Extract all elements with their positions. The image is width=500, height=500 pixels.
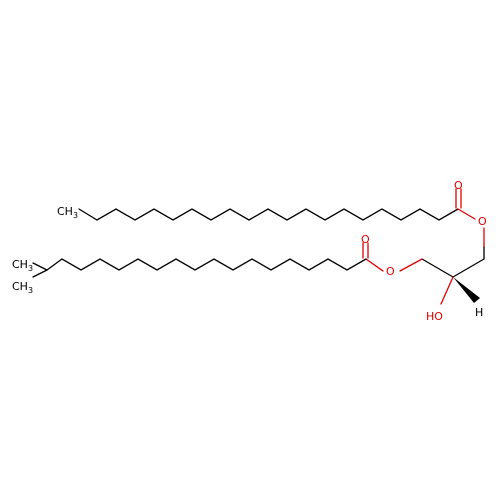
lower-ester-oxygen-label: O [386, 265, 395, 278]
upper-ester-bond [457, 208, 476, 220]
glycerol-bond-2 [452, 258, 485, 278]
hydrogen-label: H [475, 306, 483, 319]
upper-carbonyl-oxygen-label: O [454, 179, 463, 192]
lower-ester-bond [365, 258, 384, 272]
methyl-top-label: CH3 [57, 205, 78, 220]
branch-methyl-b-bond [32, 269, 48, 278]
stereo-wedge [453, 277, 480, 303]
upper-ester-oxygen-label: O [478, 215, 487, 228]
lower-carbon-chain [46, 258, 367, 271]
glycerol-bond-3 [421, 258, 454, 278]
branch-methyl-b-label: CH3 [12, 280, 33, 295]
branch-methyl-a-bond [32, 262, 48, 271]
hydroxyl-label: HO [426, 310, 443, 323]
lower-carbonyl-oxygen-label: O [361, 233, 370, 246]
hydroxyl-bond [440, 276, 454, 305]
branch-methyl-a-label: CH3 [12, 258, 33, 273]
lower-ch2-o-bond [399, 258, 423, 272]
upper-carbon-chain [78, 208, 459, 221]
